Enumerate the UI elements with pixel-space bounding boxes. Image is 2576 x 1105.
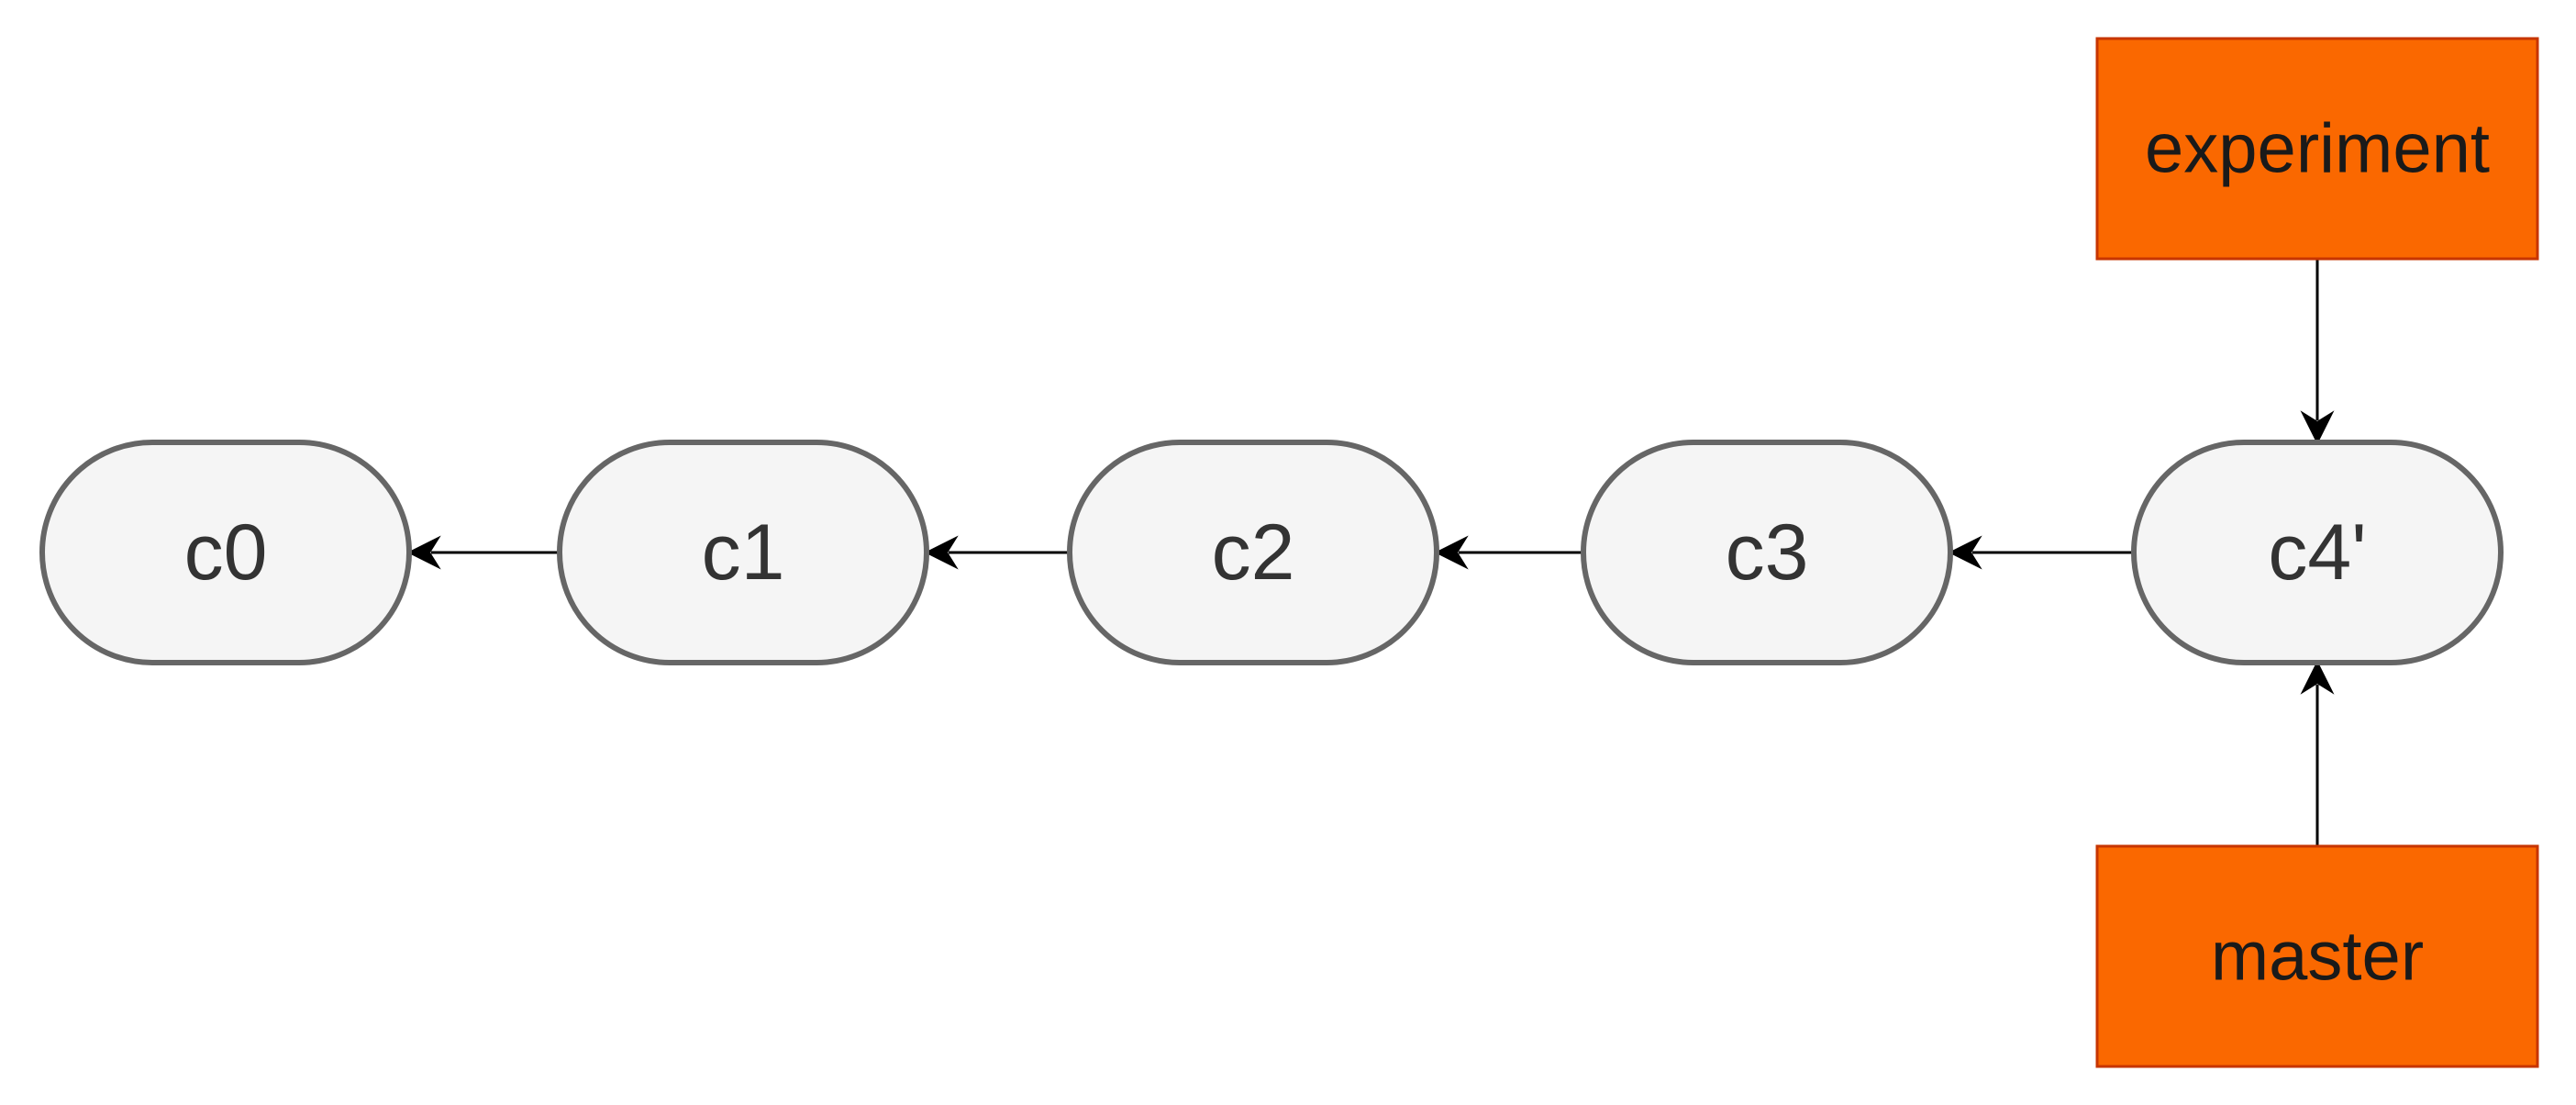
- commit-label: c3: [1726, 508, 1809, 597]
- commit-node-c3: c3: [1581, 440, 1953, 665]
- arrowhead-icon: [2300, 410, 2335, 445]
- arrowhead-icon: [1948, 535, 1982, 570]
- branch-shape: [2095, 37, 2539, 261]
- branch-shape: [2095, 844, 2539, 1068]
- nodes-layer: c0 c1 c2 c3 c4' experiment master: [39, 37, 2539, 1068]
- edge-master-to-c4p: [2300, 660, 2335, 846]
- commit-shape: [557, 440, 929, 665]
- edge-c1-to-c0: [406, 535, 560, 570]
- arrowhead-icon: [2300, 660, 2335, 695]
- commit-shape: [1581, 440, 1953, 665]
- edge-c4p-to-c3: [1948, 535, 2134, 570]
- branch-label: master: [2211, 918, 2424, 996]
- branch-node-experiment: experiment: [2095, 37, 2539, 261]
- edge-experiment-to-c4p: [2300, 259, 2335, 445]
- commit-node-c4p: c4': [2131, 440, 2504, 665]
- edge-c2-to-c1: [924, 535, 1070, 570]
- commit-label: c0: [184, 508, 268, 597]
- commit-label: c1: [702, 508, 785, 597]
- commit-label: c4': [2268, 508, 2366, 597]
- commit-node-c0: c0: [39, 440, 412, 665]
- branch-label: experiment: [2145, 110, 2490, 188]
- arrowhead-icon: [924, 535, 959, 570]
- commit-label: c2: [1212, 508, 1295, 597]
- edge-c3-to-c2: [1434, 535, 1583, 570]
- commit-node-c1: c1: [557, 440, 929, 665]
- commit-shape: [39, 440, 412, 665]
- arrowhead-icon: [406, 535, 441, 570]
- commit-node-c2: c2: [1067, 440, 1439, 665]
- commit-shape: [1067, 440, 1439, 665]
- commit-shape: [2131, 440, 2504, 665]
- edges-layer: [406, 259, 2335, 846]
- arrowhead-icon: [1434, 535, 1469, 570]
- branch-node-master: master: [2095, 844, 2539, 1068]
